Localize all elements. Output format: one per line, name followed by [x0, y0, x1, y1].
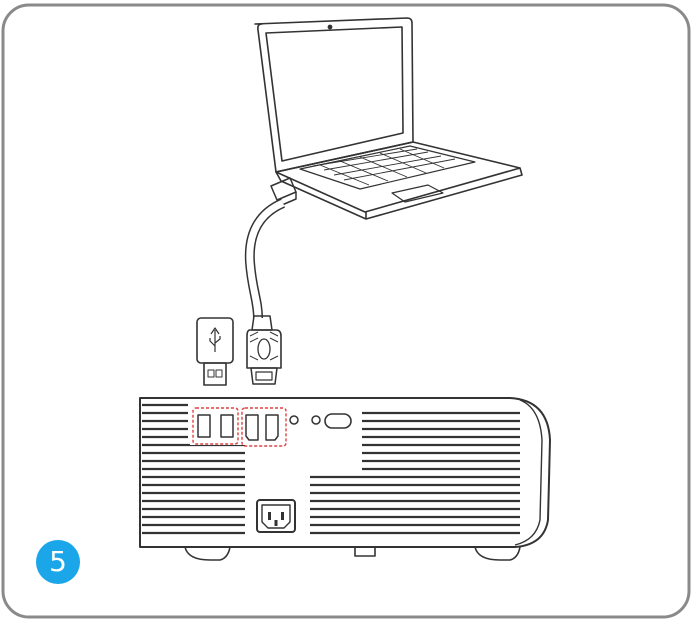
ir-receiver: [324, 413, 352, 429]
hdmi-cable-icon: [244, 177, 297, 385]
usb-drive-icon: [196, 317, 234, 386]
projector-icon: [139, 397, 551, 561]
usb-port: [197, 414, 211, 438]
usb-port: [220, 414, 234, 438]
av-jack: [311, 415, 321, 425]
usb-port-group: [192, 407, 239, 445]
audio-jack: [289, 415, 299, 425]
laptop-icon: [254, 17, 523, 220]
hdmi-port: [265, 414, 279, 441]
hdmi-port: [245, 414, 259, 441]
hdmi-port-group: [241, 407, 287, 447]
frame-border: [1, 3, 691, 619]
step-number-badge: 5: [36, 540, 80, 584]
power-socket-icon: [256, 499, 296, 533]
